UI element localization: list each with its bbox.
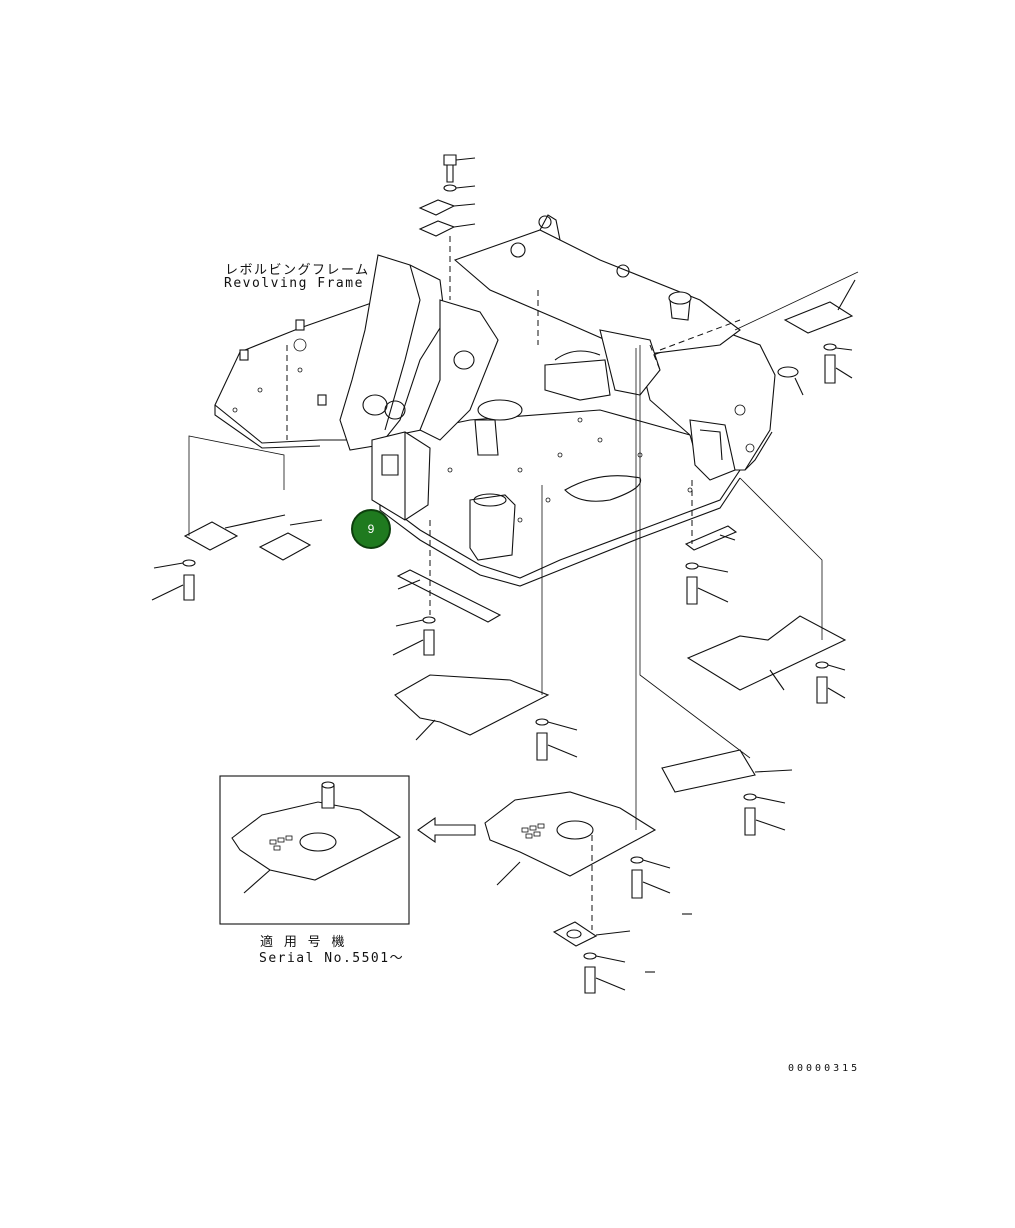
- drawing-number: 00000315: [788, 1063, 861, 1074]
- frame-label-japanese: レボルビングフレーム: [225, 263, 370, 278]
- revolving-frame: [214, 214, 776, 587]
- inset-serial-label: Serial No.5501～: [259, 951, 405, 966]
- inset-label-japanese: 適 用 号 機: [260, 935, 346, 950]
- callout-number-badge[interactable]: 9: [351, 509, 391, 549]
- exploded-parts: [151, 154, 859, 994]
- frame-label-english: Revolving Frame: [224, 276, 364, 291]
- inset-box: [219, 775, 476, 925]
